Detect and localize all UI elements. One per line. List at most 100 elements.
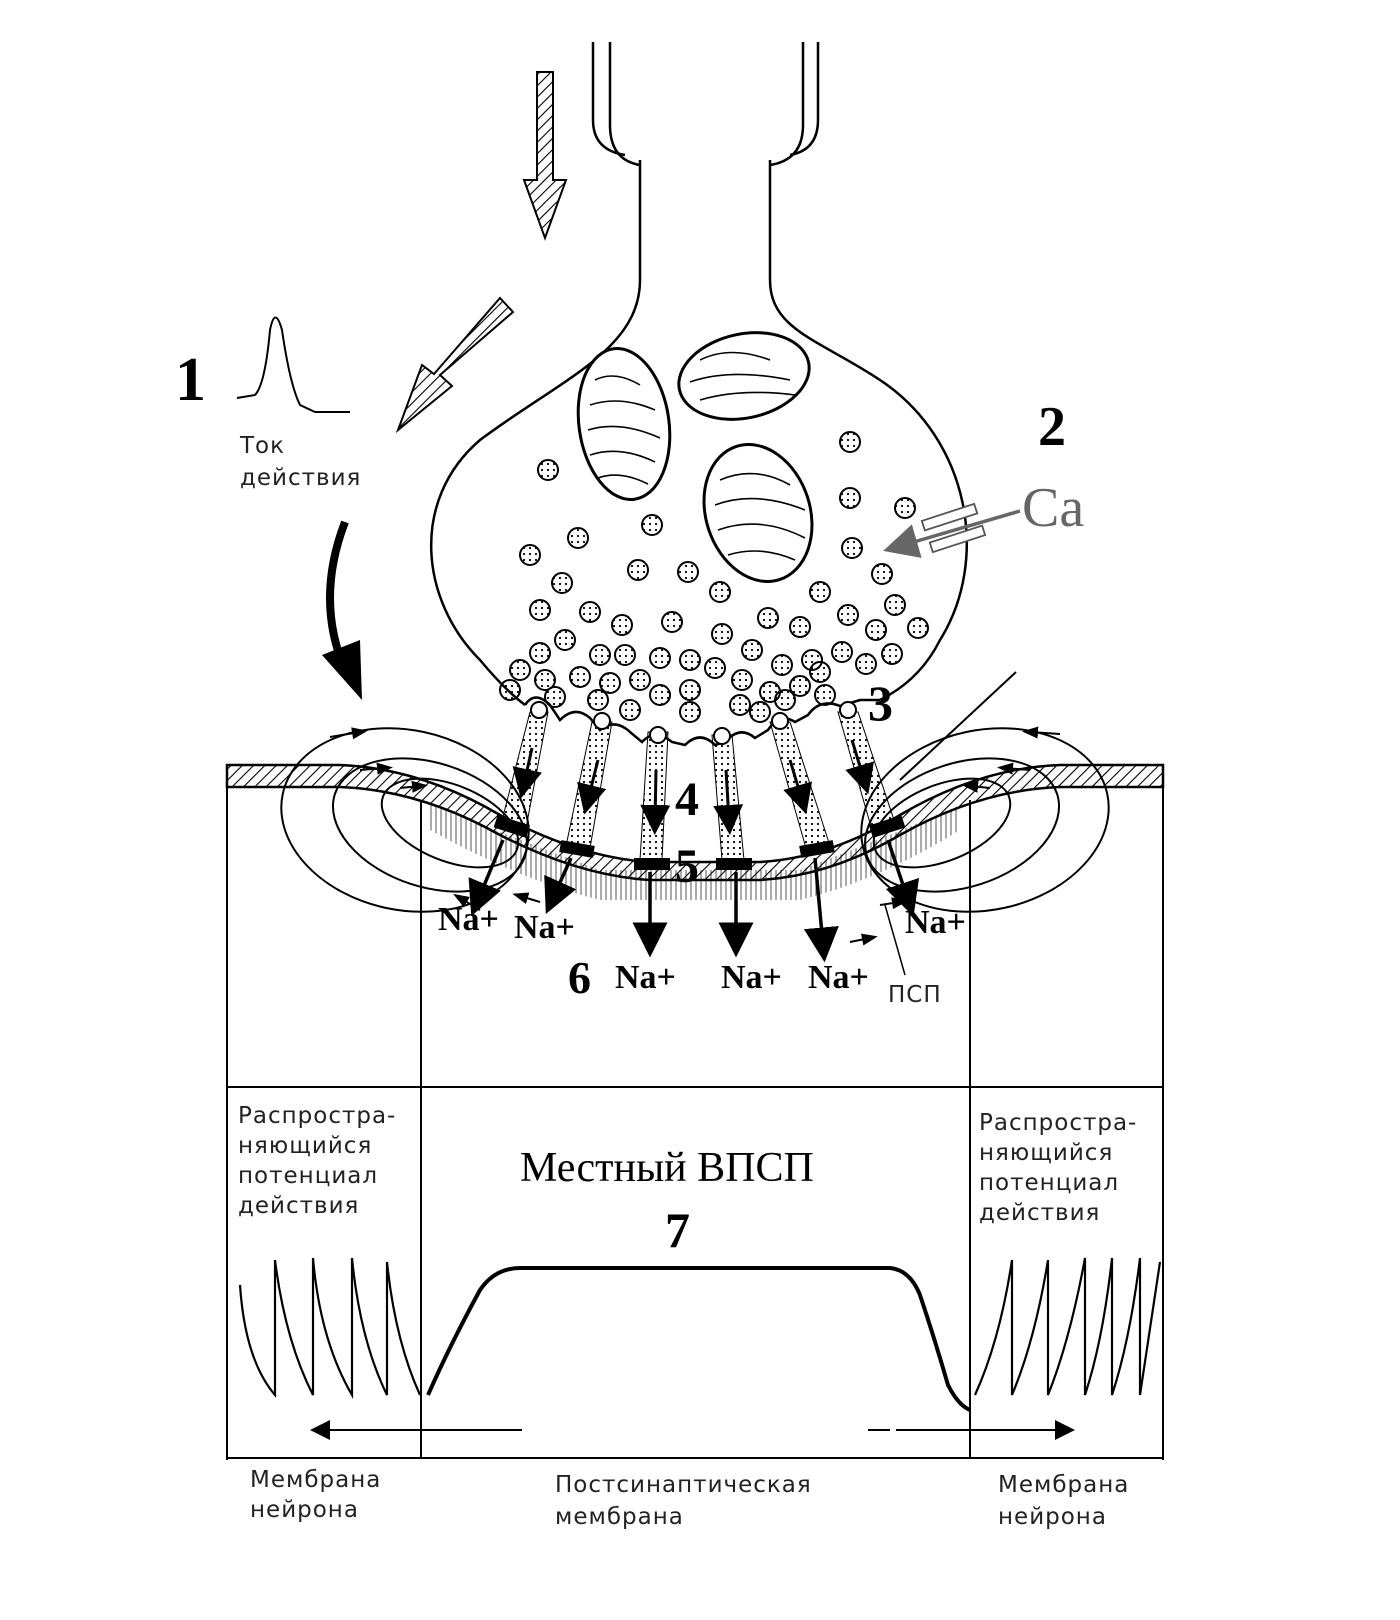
vesicle <box>569 666 591 688</box>
vesicle <box>731 669 753 691</box>
marker-4: 4 <box>675 773 699 826</box>
vesicle <box>534 669 556 691</box>
vesicle <box>499 679 521 701</box>
propagating-ap-right-line1: Распростра- <box>979 1110 1137 1136</box>
vesicle <box>641 514 663 536</box>
membrane-neuron-right-line2: нейрона <box>998 1504 1107 1530</box>
vesicle <box>814 684 836 706</box>
vesicle <box>589 644 611 666</box>
vesicle <box>841 537 863 559</box>
vesicle <box>551 572 573 594</box>
vesicle <box>537 459 559 481</box>
action-current-arrowhead <box>322 640 362 700</box>
calcium-arrow <box>883 509 1021 558</box>
sodium-influx-arrows <box>468 839 920 963</box>
left-action-potential-trace <box>238 1257 422 1400</box>
vesicle <box>771 654 793 676</box>
psp-leader-line <box>884 904 906 976</box>
propagating-ap-right-line2: няющийся <box>979 1140 1113 1166</box>
vesicle <box>544 686 566 708</box>
vesicle <box>789 675 811 697</box>
transmitter-arrows <box>512 739 875 835</box>
postsynaptic-membrane-line2: мембрана <box>555 1504 684 1530</box>
vesicle <box>679 649 701 671</box>
calcium-channel-icon <box>920 502 987 554</box>
local-epsp-label: Местный ВПСП <box>520 1145 814 1191</box>
vesicle <box>871 563 893 585</box>
calcium-label: Ca <box>1022 477 1084 539</box>
psp-label: ПСП <box>888 982 942 1008</box>
vesicle <box>629 669 651 691</box>
mitochondria <box>576 331 814 583</box>
vesicle <box>831 641 853 663</box>
vesicle <box>837 604 859 626</box>
propagating-ap-left-line2: няющийся <box>238 1133 372 1159</box>
membrane-neuron-right-line1: Мембрана <box>998 1472 1129 1498</box>
vesicle <box>839 431 861 453</box>
na-ion-label-2: Na+ <box>514 909 575 946</box>
vesicle <box>529 642 551 664</box>
marker-1: 1 <box>175 346 206 414</box>
vesicle <box>567 527 589 549</box>
action-potential-spike-icon <box>236 316 350 413</box>
propagating-ap-left-line4: действия <box>238 1193 359 1219</box>
hatched-arrow-down <box>522 71 568 241</box>
vesicle <box>587 689 609 711</box>
vesicle <box>579 601 601 623</box>
membrane-neuron-left-line2: нейрона <box>250 1497 359 1523</box>
vesicle <box>619 699 641 721</box>
vesicle <box>519 544 541 566</box>
propagating-ap-right-line3: потенциал <box>979 1170 1119 1196</box>
current-loops <box>280 671 1110 913</box>
na-ion-label-6: Na+ <box>905 904 966 941</box>
action-current-label-line1: Ток <box>239 433 285 459</box>
marker-5: 5 <box>675 840 699 893</box>
vesicle <box>599 672 621 694</box>
vesicle <box>627 559 649 581</box>
right-action-potential-trace <box>973 1257 1162 1396</box>
vesicle <box>704 657 726 679</box>
local-epsp-curve <box>426 1266 971 1412</box>
vesicle <box>614 644 636 666</box>
marker-7: 7 <box>665 1202 690 1258</box>
vesicle <box>884 594 906 616</box>
vesicle <box>855 653 877 675</box>
postsynaptic-membrane-line1: Постсинаптическая <box>555 1472 812 1498</box>
vesicle <box>809 661 831 683</box>
na-ion-label-4: Na+ <box>721 959 782 996</box>
marker-3: 3 <box>868 675 893 731</box>
vesicle <box>757 607 779 629</box>
receptors <box>493 815 906 870</box>
marker-2: 2 <box>1038 396 1066 458</box>
vesicle <box>809 581 831 603</box>
synaptic-vesicles <box>499 431 929 723</box>
vesicle <box>729 694 751 716</box>
vesicle <box>907 617 929 639</box>
action-current-label-line2: действия <box>240 465 361 491</box>
presynaptic-terminal <box>429 42 969 706</box>
vesicle <box>839 487 861 509</box>
vesicle <box>554 629 576 651</box>
vesicle <box>789 616 811 638</box>
vesicle <box>611 614 633 636</box>
vesicle <box>679 679 701 701</box>
vesicle <box>774 689 796 711</box>
fusing-vesicles <box>530 701 857 745</box>
vesicle <box>677 561 699 583</box>
vesicle <box>865 619 887 641</box>
vesicle <box>509 659 531 681</box>
na-ion-label-1: Na+ <box>438 901 499 938</box>
vesicle <box>649 647 671 669</box>
propagating-ap-right-line4: действия <box>979 1200 1100 1226</box>
na-ion-label-5: Na+ <box>808 959 869 996</box>
membrane-neuron-left-line1: Мембрана <box>250 1467 381 1493</box>
na-ion-label-3: Na+ <box>615 959 676 996</box>
vesicle <box>679 701 701 723</box>
marker-6: 6 <box>568 952 591 1003</box>
vesicle <box>711 623 733 645</box>
vesicle <box>649 684 671 706</box>
propagating-ap-left-line3: потенциал <box>238 1163 378 1189</box>
hatched-arrow-diagonal <box>395 296 515 434</box>
